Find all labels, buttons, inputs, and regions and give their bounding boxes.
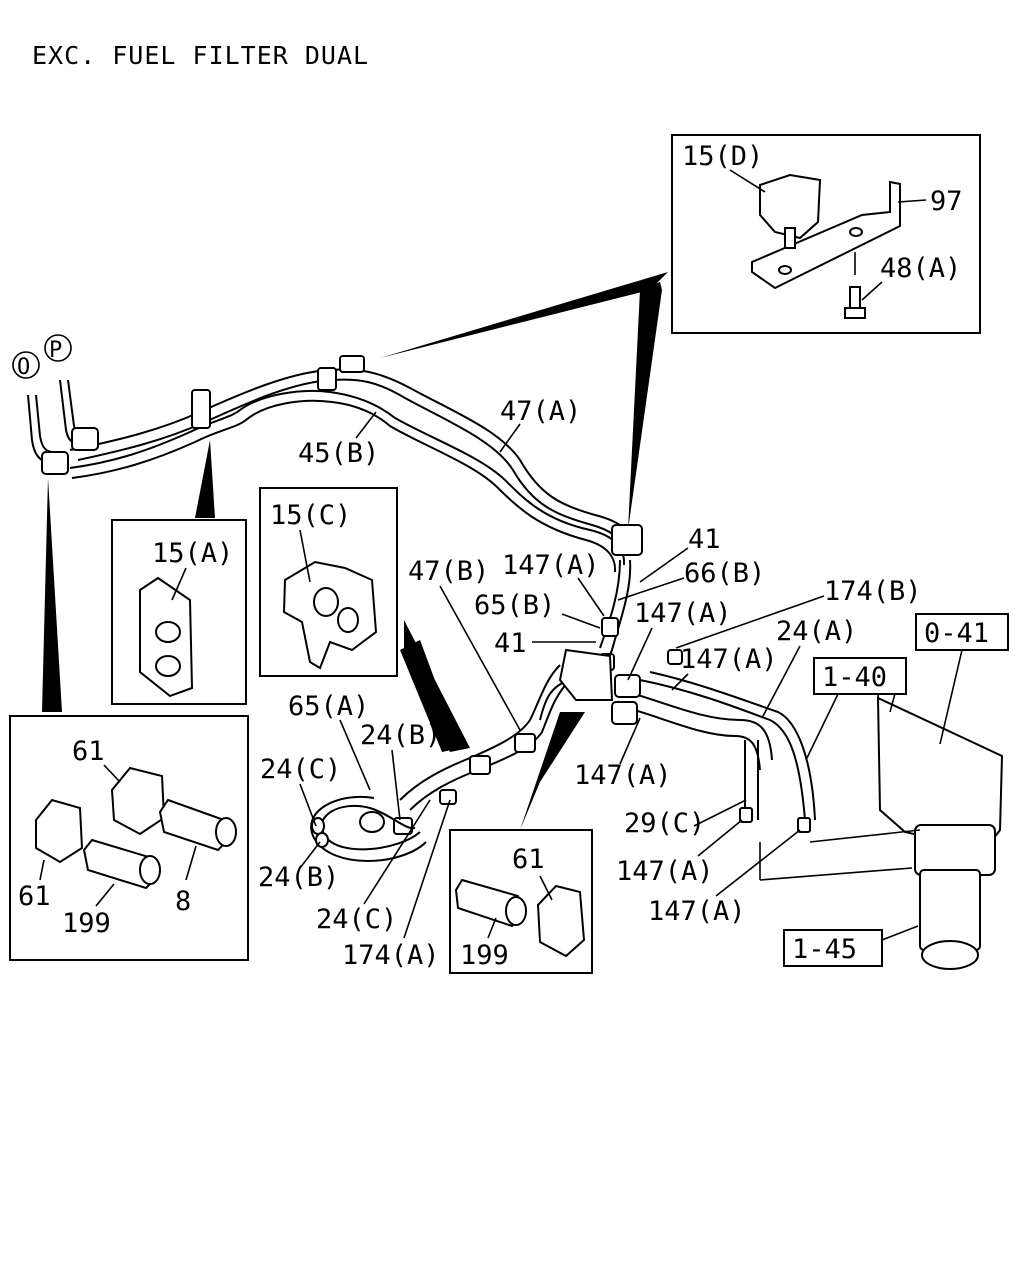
label-61-lower: 61 [512, 844, 545, 875]
pipe-ends-op [27, 379, 99, 475]
svg-text:1-40: 1-40 [822, 662, 887, 693]
label-8: 8 [175, 886, 191, 917]
main-labels: 47(A) 45(B) 41 66(B) 47(B) 147(A) 65(B) … [258, 396, 922, 971]
svg-text:O: O [17, 355, 30, 380]
label-147a-3: 147(A) [680, 644, 778, 675]
marker-o: O [12, 351, 40, 380]
label-41-top: 41 [688, 524, 721, 555]
label-174a: 174(A) [342, 940, 440, 971]
label-147a-4: 147(A) [574, 760, 672, 791]
detail-box-61-199: 61 199 [449, 829, 593, 974]
label-66b: 66(B) [684, 558, 765, 589]
label-97: 97 [930, 186, 963, 217]
line-clip-group [191, 355, 811, 835]
callout-wedge-15d-lower [628, 282, 662, 530]
label-24a: 24(A) [776, 616, 857, 647]
ref-box-1-45: 1-45 [783, 925, 919, 967]
label-24c-bottom: 24(C) [316, 904, 397, 935]
detail-box-61-8-199: 61 61 8 199 [9, 715, 249, 961]
label-47b: 47(B) [408, 556, 489, 587]
label-199-left: 199 [62, 908, 111, 939]
fuel-pipe-47b [399, 664, 571, 811]
label-48a: 48(A) [880, 253, 961, 284]
callout-wedge-15c-b [400, 640, 460, 752]
callout-wedge-199 [520, 712, 585, 830]
svg-text:1-45: 1-45 [792, 934, 857, 965]
label-147a-1: 147(A) [502, 550, 600, 581]
label-45b: 45(B) [298, 438, 379, 469]
label-147a-5: 147(A) [616, 856, 714, 887]
label-147a-6: 147(A) [648, 896, 746, 927]
label-24b-bottom: 24(B) [258, 862, 339, 893]
label-47a: 47(A) [500, 396, 581, 427]
fuel-pipe-to-filter [539, 559, 816, 821]
label-199-lower: 199 [460, 940, 509, 971]
ref-box-0-41: 0-41 [915, 613, 1009, 745]
label-41-mid: 41 [494, 628, 527, 659]
svg-text:0-41: 0-41 [924, 618, 989, 649]
label-61-bottom: 61 [18, 881, 51, 912]
label-24b-top: 24(B) [360, 720, 441, 751]
label-15c: 15(C) [270, 500, 351, 531]
detail-box-15d: 15(D) 97 48(A) [671, 134, 981, 334]
bracket-66b [558, 648, 614, 701]
label-15d: 15(D) [682, 141, 763, 172]
label-15a: 15(A) [152, 538, 233, 569]
callout-wedge-15d [380, 272, 668, 358]
label-61-top: 61 [72, 736, 105, 767]
label-174b: 174(B) [824, 576, 922, 607]
detail-box-15a: 15(A) [111, 519, 247, 705]
label-147a-2: 147(A) [634, 598, 732, 629]
svg-text:P: P [49, 338, 62, 363]
marker-p: P [44, 334, 72, 363]
label-65a: 65(A) [288, 691, 369, 722]
diagram-title: EXC. FUEL FILTER DUAL [32, 41, 369, 70]
label-29c: 29(C) [624, 808, 705, 839]
ref-box-1-40: 1-40 [805, 657, 907, 761]
label-65b: 65(B) [474, 590, 555, 621]
callout-wedge-61 [42, 478, 62, 712]
detail-box-15c: 15(C) [259, 487, 398, 677]
fuel-pipe-45b [69, 389, 626, 573]
fuel-filter-assembly [759, 678, 1004, 970]
callout-wedge-15a [195, 440, 215, 518]
label-24c-top: 24(C) [260, 754, 341, 785]
